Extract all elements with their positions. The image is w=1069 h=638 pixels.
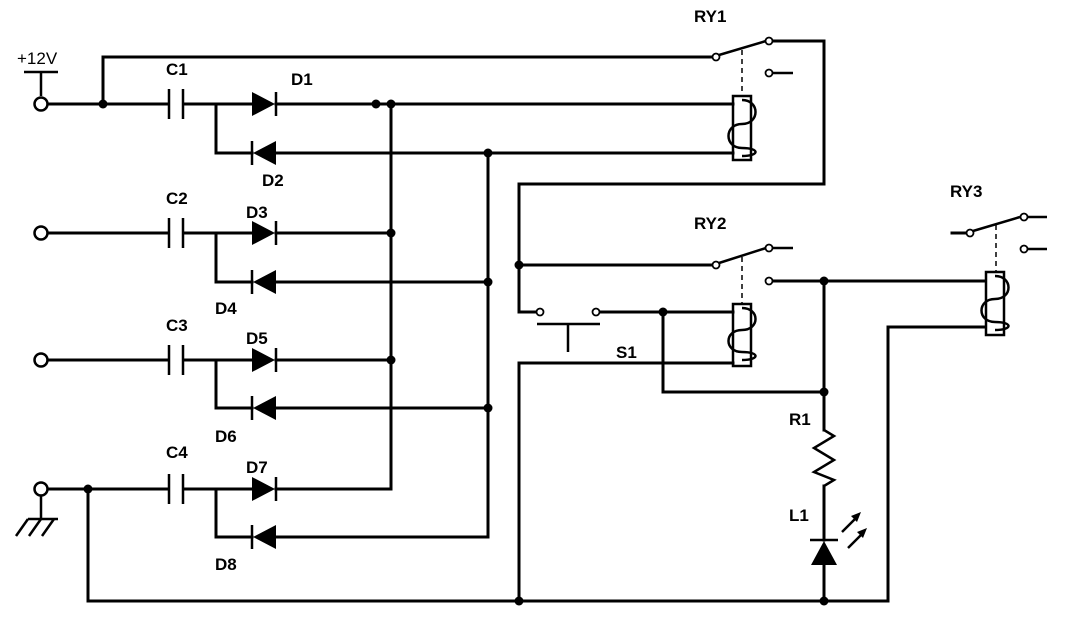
relay-ry3 bbox=[965, 212, 1047, 337]
label-r1: R1 bbox=[789, 410, 811, 429]
label-ry2: RY2 bbox=[694, 214, 726, 233]
junction-dots bbox=[83, 99, 829, 606]
capacitor-c4 bbox=[167, 474, 185, 504]
diode-d5 bbox=[252, 348, 278, 372]
label-d5: D5 bbox=[246, 329, 268, 348]
input-terminal-3 bbox=[33, 352, 49, 368]
capacitors bbox=[167, 89, 185, 504]
resistor-r1 bbox=[811, 428, 837, 488]
label-c4: C4 bbox=[166, 443, 188, 462]
label-s1: S1 bbox=[616, 343, 637, 362]
led-l1 bbox=[810, 512, 867, 565]
diodes bbox=[250, 92, 278, 549]
diode-d1 bbox=[252, 92, 278, 116]
ground-icon bbox=[14, 496, 58, 537]
label-l1: L1 bbox=[789, 506, 809, 525]
capacitor-c1 bbox=[167, 89, 185, 119]
label-d7: D7 bbox=[246, 458, 268, 477]
vcc-terminal bbox=[33, 96, 49, 112]
label-c1: C1 bbox=[166, 60, 188, 79]
wires bbox=[46, 39, 987, 603]
label-d3: D3 bbox=[246, 203, 268, 222]
relay-ry2 bbox=[711, 243, 793, 368]
label-ry1: RY1 bbox=[694, 7, 726, 26]
diode-d2 bbox=[250, 141, 276, 165]
input-terminal-2 bbox=[33, 225, 49, 241]
label-d4: D4 bbox=[215, 299, 237, 318]
label-d2: D2 bbox=[262, 171, 284, 190]
label-vcc: +12V bbox=[17, 49, 58, 68]
label-c3: C3 bbox=[166, 316, 188, 335]
capacitor-c3 bbox=[167, 345, 185, 375]
label-d6: D6 bbox=[215, 427, 237, 446]
label-d8: D8 bbox=[215, 555, 237, 574]
ground-terminal bbox=[33, 481, 49, 497]
diode-d7 bbox=[252, 477, 278, 501]
label-c2: C2 bbox=[166, 189, 188, 208]
diode-d3 bbox=[252, 221, 278, 245]
relay-ry1 bbox=[711, 36, 793, 162]
switch-s1 bbox=[535, 307, 601, 352]
labels: +12V C1 D1 D2 C2 D3 D4 C3 D5 D6 C4 D7 D8… bbox=[17, 7, 982, 574]
terminals bbox=[14, 70, 58, 537]
capacitor-c2 bbox=[167, 218, 185, 248]
diode-d6 bbox=[250, 396, 276, 420]
label-ry3: RY3 bbox=[950, 182, 982, 201]
diode-d4 bbox=[250, 270, 276, 294]
diode-d8 bbox=[250, 525, 276, 549]
label-d1: D1 bbox=[291, 70, 313, 89]
